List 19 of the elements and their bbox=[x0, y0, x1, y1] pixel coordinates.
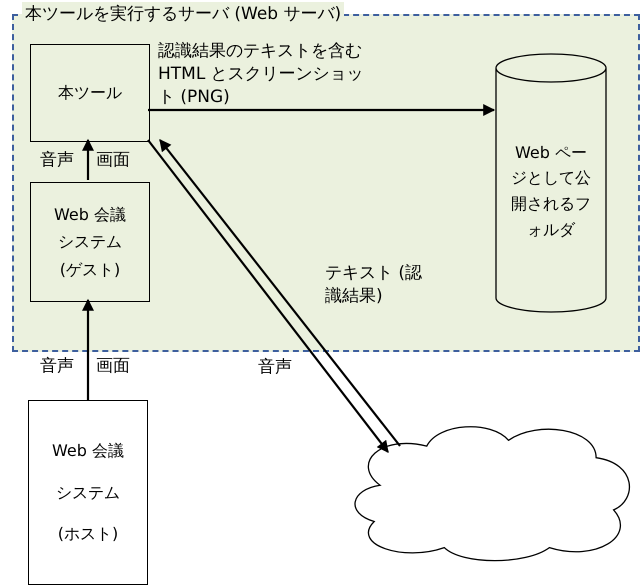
arrow bbox=[82, 298, 94, 400]
system-box bbox=[30, 44, 150, 142]
signal-label: 音声 bbox=[40, 355, 74, 377]
edge-label: 認識結果のテキストを含む HTML とスクリーンショット (PNG) bbox=[158, 40, 365, 109]
area-heading: 本ツールを実行するサーバ (Web サーバ) bbox=[22, 2, 344, 25]
signal-label: 画面 bbox=[96, 149, 130, 171]
system-box bbox=[28, 400, 148, 585]
box-label: Web 会議システム(ゲスト) bbox=[53, 204, 127, 281]
folder-cylinder bbox=[496, 54, 606, 312]
folder-label: Web ページとして公開されるフォルダ bbox=[510, 142, 592, 241]
edge-label: 音声 bbox=[258, 356, 292, 379]
system-box bbox=[30, 182, 150, 302]
box-label: Web 会議システム(ホスト) bbox=[51, 440, 125, 546]
signal-label: 音声 bbox=[40, 149, 74, 171]
signal-label: 画面 bbox=[96, 355, 130, 377]
edge-label: テキスト (認識結果) bbox=[325, 262, 424, 308]
box-label: 本ツール bbox=[57, 82, 123, 104]
arrow bbox=[148, 104, 496, 116]
arrow bbox=[82, 138, 94, 180]
